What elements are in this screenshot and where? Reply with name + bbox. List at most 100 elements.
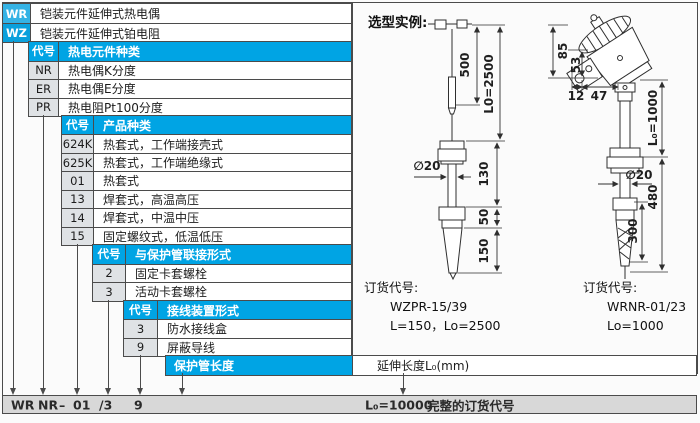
order-length: Lo=1000 <box>607 318 664 333</box>
desc-cell: 热套式 <box>94 172 351 190</box>
dim-label-300: 300 <box>626 218 640 243</box>
table-header-row: 代号 接线装置形式 <box>124 301 351 320</box>
desc-cell: 热电偶K分度 <box>59 61 351 79</box>
dim-label-47: 47 <box>591 89 608 103</box>
down-arrow-icon <box>74 388 80 395</box>
table-row: 2 固定卡套螺栓 <box>93 263 351 283</box>
down-arrow-icon <box>137 388 143 395</box>
dim-label-dia20-left: ∅20 <box>414 159 441 173</box>
table-row: 9 屏蔽导线 <box>124 337 351 356</box>
bar-code: 01 <box>73 397 91 412</box>
order-label: 订货代号: <box>583 280 638 295</box>
dim-label-500: 500 <box>458 52 472 77</box>
length-header-cell: 保护管长度 <box>166 356 353 375</box>
desc-cell: 固定卡套螺栓 <box>126 264 351 283</box>
table-row: NR 热电偶K分度 <box>29 60 351 79</box>
dim-label-l0-2500: L0=2500 <box>482 54 496 113</box>
down-arrow-icon <box>179 388 185 395</box>
connector-line <box>13 41 14 388</box>
desc-cell: 防水接线盒 <box>158 320 351 338</box>
connector-line <box>140 355 141 388</box>
table-row: 13 焊套式，高温高压 <box>62 189 351 209</box>
desc-cell: 铠装元件延伸式铂电阻 <box>31 24 351 42</box>
down-arrow-icon <box>40 388 46 395</box>
desc-cell: 热电偶E分度 <box>59 80 351 98</box>
connector-line <box>108 300 109 388</box>
table-level-2: 代号 热电元件种类 NR 热电偶K分度 ER 热电偶E分度 PR 热电阻Pt10… <box>28 41 352 117</box>
panel-divider-line <box>352 2 353 356</box>
code-cell: NR <box>29 61 59 79</box>
code-cell: 01 <box>62 172 94 190</box>
table-row: 3 活动卡套螺栓 <box>93 282 351 301</box>
connector-line <box>403 373 404 388</box>
header-code-cell: 代号 <box>93 245 126 264</box>
dim-label-480: 480 <box>646 184 660 209</box>
connector-line <box>77 244 78 388</box>
table-row: WR 铠装元件延伸式热电偶 <box>3 4 351 23</box>
desc-cell: 热电阻Pt100分度 <box>59 98 351 116</box>
probe-drawing-wrnr <box>566 14 653 279</box>
desc-cell: 热套式，工作端接壳式 <box>94 135 351 153</box>
desc-cell: 焊套式，中温中压 <box>94 209 351 227</box>
extension-length-cell: 延伸长度L₀(mm) <box>353 356 696 375</box>
table-header-row: 代号 产品种类 <box>62 116 351 135</box>
table-level-1: WR 铠装元件延伸式热电偶 WZ 铠装元件延伸式铂电阻 <box>2 3 352 43</box>
dim-label-12: 12 <box>568 89 585 103</box>
table-level-4: 代号 与保护管联接形式 2 固定卡套螺栓 3 活动卡套螺栓 <box>92 244 352 302</box>
dim-label-50: 50 <box>477 209 491 226</box>
table-row: 保护管长度 延伸长度L₀(mm) <box>166 356 696 375</box>
dimension-lines-left: 500 L0=2500 130 50 150 ∅20 <box>414 24 505 274</box>
left-border-line <box>2 3 3 395</box>
dimension-lines-right: 85 53 12 47 L₀=1000 480 300 ∅20 <box>548 24 668 273</box>
connector-line <box>182 373 183 388</box>
header-title-cell: 与保护管联接形式 <box>126 245 351 264</box>
desc-cell: 热套式，工作端绝缘式 <box>94 153 351 172</box>
table-row: 15 固定螺纹式，低温低压 <box>62 226 351 245</box>
code-cell: WZ <box>3 24 31 42</box>
dim-label-150: 150 <box>477 238 491 263</box>
table-row: 624K 热套式，工作端接壳式 <box>62 134 351 153</box>
code-cell: 624K <box>62 135 94 153</box>
example-title: 选型实例: <box>368 15 428 31</box>
dim-label-53: 53 <box>569 57 583 74</box>
order-length: L=150，Lo=2500 <box>390 318 501 333</box>
code-cell: PR <box>29 98 59 116</box>
code-cell: 13 <box>62 190 94 209</box>
right-border-line <box>697 2 698 374</box>
desc-cell: 固定螺纹式，低温低压 <box>94 227 351 245</box>
code-cell: 625K <box>62 153 94 172</box>
code-cell: 3 <box>124 320 158 338</box>
probe-drawing-wzpr <box>428 19 472 281</box>
dim-label-130: 130 <box>477 161 491 186</box>
code-cell: 2 <box>93 264 126 283</box>
code-cell: 14 <box>62 209 94 227</box>
table-level-6: 保护管长度 延伸长度L₀(mm) <box>165 355 697 376</box>
down-arrow-icon <box>10 388 16 395</box>
header-title-cell: 热电元件种类 <box>59 42 351 61</box>
table-level-5: 代号 接线装置形式 3 防水接线盒 9 屏蔽导线 <box>123 300 352 357</box>
code-cell: WR <box>3 4 31 23</box>
table-header-row: 代号 与保护管联接形式 <box>93 245 351 264</box>
down-arrow-icon <box>400 388 406 395</box>
bar-length-value: L₀=10000 <box>365 397 433 412</box>
order-label: 订货代号: <box>364 280 419 295</box>
table-row: 625K 热套式，工作端绝缘式 <box>62 152 351 172</box>
order-example-right: 订货代号: WRNR-01/23 Lo=1000 <box>583 278 686 335</box>
code-cell: ER <box>29 80 59 98</box>
bar-note: 完整的订货代号 <box>427 398 515 413</box>
table-row: 14 焊套式，中温中压 <box>62 208 351 227</box>
table-row: ER 热电偶E分度 <box>29 79 351 98</box>
bar-code: NR <box>38 397 59 412</box>
table-row: 01 热套式 <box>62 171 351 190</box>
selection-example-drawing: 500 L0=2500 130 50 150 ∅20 <box>414 14 668 281</box>
down-arrow-icon <box>105 388 111 395</box>
connector-line <box>43 115 44 388</box>
code-cell: 3 <box>93 283 126 301</box>
order-code-bar: WR NR – 01 /3 9 L₀=10000 完整的订货代号 <box>2 395 697 414</box>
top-border-line <box>2 2 698 3</box>
desc-cell: 焊套式，高温高压 <box>94 190 351 209</box>
bar-code: 9 <box>134 397 143 412</box>
dim-label-l0-1000: L₀=1000 <box>646 90 660 146</box>
table-level-3: 代号 产品种类 624K 热套式，工作端接壳式 625K 热套式，工作端绝缘式 … <box>61 115 352 246</box>
